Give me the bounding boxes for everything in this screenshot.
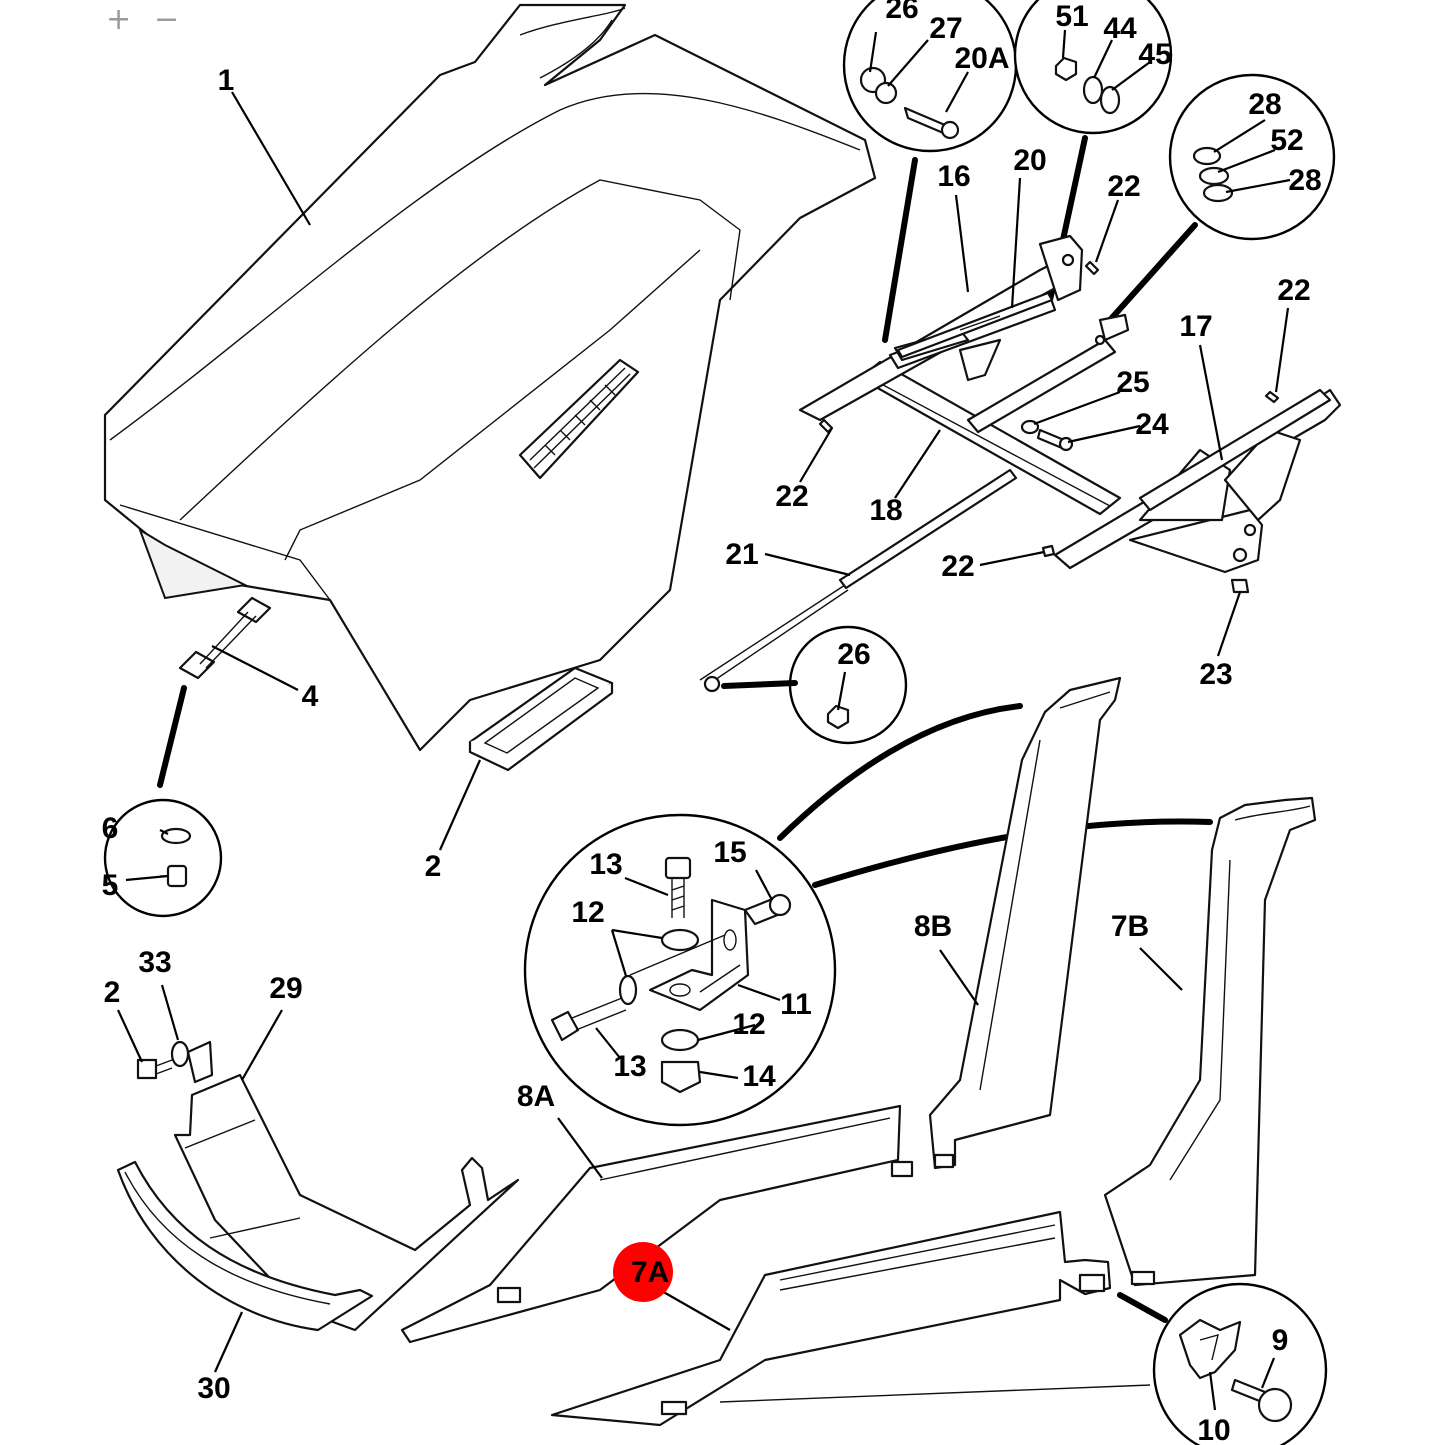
label-20: 20 <box>1013 144 1046 177</box>
bolt-washer-33 <box>136 1040 190 1080</box>
label-51: 51 <box>1055 0 1088 33</box>
label-12-a: 12 <box>571 896 604 929</box>
part-7A-sill-trim <box>550 1210 1112 1427</box>
label-28-b: 28 <box>1288 164 1321 197</box>
label-30: 30 <box>197 1372 230 1405</box>
label-28-a: 28 <box>1248 88 1281 121</box>
callout-bracket-fasteners <box>523 813 837 1127</box>
callout-pointer-top-a <box>882 157 918 343</box>
label-25: 25 <box>1116 366 1149 399</box>
part-21-gas-strut <box>699 468 1018 693</box>
callout-nut-washers <box>1013 0 1173 135</box>
callout-nut-26 <box>788 625 908 745</box>
label-17: 17 <box>1179 310 1212 343</box>
label-13-b: 13 <box>613 1050 646 1083</box>
label-22-d: 22 <box>941 550 974 583</box>
label-24: 24 <box>1135 408 1169 441</box>
label-22-c: 22 <box>775 480 808 513</box>
callout-pin-bushing <box>842 0 1018 153</box>
label-2-left: 2 <box>104 976 121 1009</box>
callout-grommets <box>1168 73 1336 241</box>
label-27: 27 <box>929 12 962 45</box>
callout-pointer-26 <box>721 680 798 689</box>
callout-washer-bolt <box>103 798 223 918</box>
callout-pointer-10-thin <box>719 1384 1151 1403</box>
label-26-top: 26 <box>885 0 918 25</box>
label-33: 33 <box>138 946 171 979</box>
label-44: 44 <box>1103 12 1137 45</box>
part-20-gas-strut <box>896 291 1054 359</box>
part-8B-pillar-trim <box>928 676 1122 1170</box>
part-2-vent-bezel <box>468 666 614 772</box>
label-18: 18 <box>869 494 902 527</box>
zoom-out-button[interactable]: − <box>154 2 180 37</box>
part-number-labels: 1 2 4 6 5 26 27 20A 51 44 45 28 52 28 16… <box>102 0 1322 1445</box>
label-6: 6 <box>102 812 119 845</box>
label-11: 11 <box>780 988 812 1021</box>
part-8A-sill-trim <box>400 1104 914 1344</box>
callout-pointer-10 <box>1117 1292 1168 1323</box>
label-10: 10 <box>1197 1414 1230 1445</box>
label-14: 14 <box>742 1060 776 1093</box>
label-7B: 7B <box>1111 910 1149 943</box>
part-7B-pillar-trim <box>1103 796 1317 1287</box>
callout-clip-screw <box>1152 1282 1328 1445</box>
label-12-b: 12 <box>732 1008 765 1041</box>
label-45: 45 <box>1138 38 1171 71</box>
label-22-a: 22 <box>1107 170 1140 203</box>
label-8B: 8B <box>914 910 952 943</box>
label-21: 21 <box>725 538 758 571</box>
label-9: 9 <box>1272 1324 1289 1357</box>
label-15: 15 <box>713 836 746 869</box>
zoom-in-button[interactable]: + <box>106 2 132 37</box>
crop-mask-left <box>95 700 103 960</box>
label-26-mid: 26 <box>837 638 870 671</box>
label-1: 1 <box>218 64 235 97</box>
label-52: 52 <box>1270 124 1303 157</box>
label-23: 23 <box>1199 658 1232 691</box>
label-4: 4 <box>302 680 319 713</box>
callout-pointer-4 <box>157 685 187 788</box>
highlight-marker-7A[interactable] <box>613 1242 673 1302</box>
label-8A: 8A <box>517 1080 555 1113</box>
label-20A: 20A <box>954 42 1009 75</box>
leader-lines <box>117 29 1291 1411</box>
label-16: 16 <box>937 160 970 193</box>
part-4-strap <box>178 596 272 680</box>
part-1-rear-cover <box>103 3 877 752</box>
label-29: 29 <box>269 972 302 1005</box>
part-30-arch-trim <box>116 1160 374 1332</box>
callout-pointer-top-c <box>1107 222 1198 323</box>
callout-pointer-8B <box>777 703 1023 841</box>
label-13-a: 13 <box>589 848 622 881</box>
label-2: 2 <box>425 850 442 883</box>
label-22-b: 22 <box>1277 274 1310 307</box>
label-7A[interactable]: 7A <box>631 1256 669 1289</box>
label-5: 5 <box>102 869 119 902</box>
